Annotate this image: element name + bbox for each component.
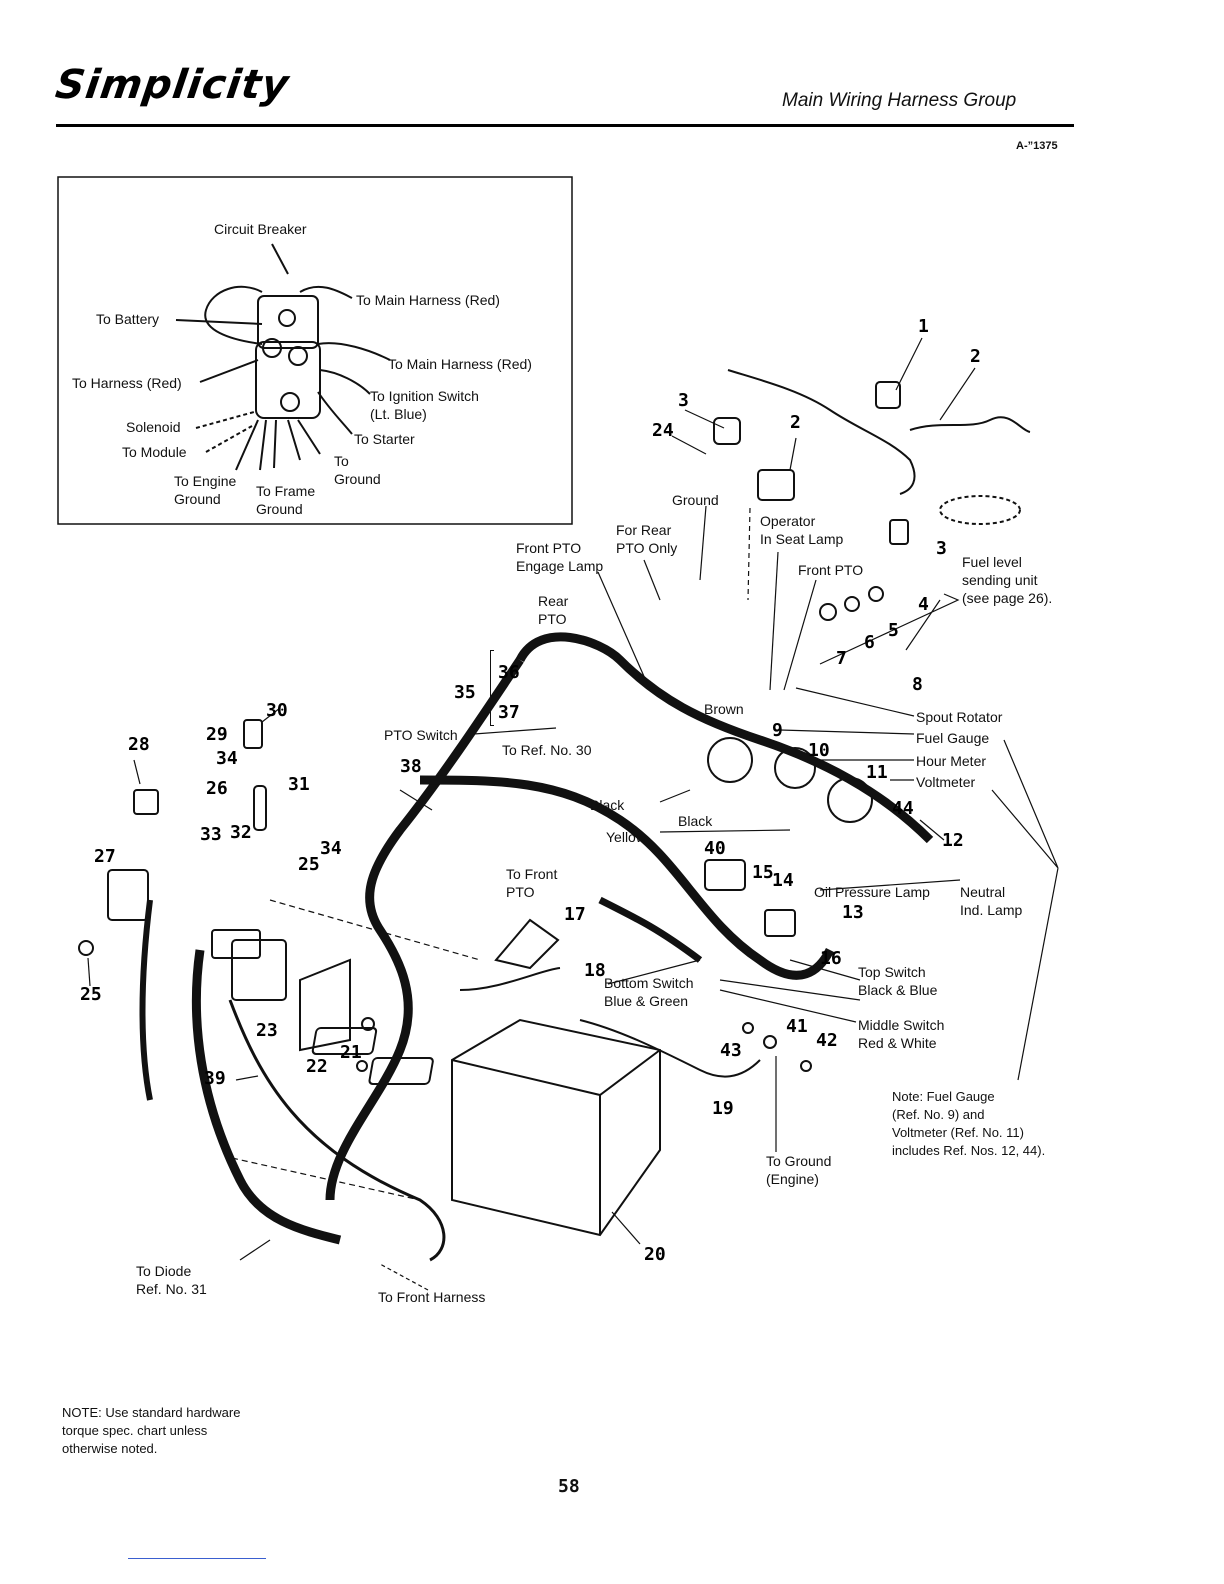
ref-number: 28 [128, 734, 150, 755]
ref-number: 3 [678, 390, 689, 411]
bracket-35 [490, 650, 494, 726]
label-to-front-harness: To Front Harness [378, 1289, 486, 1305]
ref-number: 5 [888, 620, 899, 641]
ref-number: 14 [772, 870, 794, 891]
label-spout-rotator: Spout Rotator [916, 709, 1003, 725]
inset-label-to-main-harness-1: To Main Harness (Red) [356, 292, 500, 308]
label-for-rear-pto-only: For Rear PTO Only [616, 522, 678, 556]
ref-number: 37 [498, 702, 520, 723]
label-black-2: Black [678, 813, 713, 829]
ref-number: 38 [400, 756, 422, 777]
ref-number: 35 [454, 682, 476, 703]
hardware-note: NOTE: Use standard hardware torque spec.… [62, 1405, 241, 1456]
inset-frame [57, 176, 573, 525]
ref-number: 23 [256, 1020, 278, 1041]
inset-label-to-starter: To Starter [354, 431, 415, 447]
ref-number: 20 [644, 1244, 666, 1265]
label-black-1: Black [590, 797, 625, 813]
fuel-gauge-note: Note: Fuel Gauge (Ref. No. 9) and Voltme… [892, 1089, 1046, 1158]
inset-label-to-ground: To Ground [334, 453, 381, 487]
ref-number: 34 [320, 838, 342, 859]
inset-label-to-main-harness-2: To Main Harness (Red) [388, 356, 532, 372]
footer-link-line [128, 1558, 266, 1559]
ref-number: 40 [704, 838, 726, 859]
inset-label-to-battery: To Battery [96, 311, 160, 327]
ref-number: 8 [912, 674, 923, 695]
ref-number: 17 [564, 904, 586, 925]
label-to-ground-engine: To Ground (Engine) [766, 1153, 832, 1187]
inset-label-to-module: To Module [122, 444, 187, 460]
ref-number: 1 [918, 316, 929, 337]
label-voltmeter: Voltmeter [916, 774, 976, 790]
document-number: A-”1375 [1016, 140, 1058, 152]
ref-number: 3 [936, 538, 947, 559]
ref-number: 21 [340, 1042, 362, 1063]
ref-number: 10 [808, 740, 830, 761]
label-to-ref-no-30: To Ref. No. 30 [502, 742, 592, 758]
inset-label-to-frame-ground: To Frame Ground [256, 483, 316, 517]
ref-number: 19 [712, 1098, 734, 1119]
label-rear-pto: Rear PTO [538, 593, 569, 627]
inset-label-to-ignition-switch: To Ignition Switch (Lt. Blue) [370, 388, 479, 422]
inset-label-to-engine-ground: To Engine Ground [174, 473, 237, 507]
inset-label-circuit-breaker: Circuit Breaker [214, 221, 307, 237]
ref-number: 15 [752, 862, 774, 883]
ref-number: 36 [498, 662, 520, 683]
ref-number: 34 [216, 748, 238, 769]
label-pto-switch: PTO Switch [384, 727, 458, 743]
ref-number: 4 [918, 594, 929, 615]
ref-number: 11 [866, 762, 888, 783]
label-bottom-switch: Bottom Switch Blue & Green [604, 975, 694, 1009]
ref-number: 26 [206, 778, 228, 799]
ref-number: 27 [94, 846, 116, 867]
ref-number: 44 [892, 798, 914, 819]
ref-number: 41 [786, 1016, 808, 1037]
ref-number: 32 [230, 822, 252, 843]
label-fuel-level-sending-unit: Fuel level sending unit (see page 26). [962, 554, 1053, 606]
ref-number: 25 [298, 854, 320, 875]
page-title: Main Wiring Harness Group [782, 90, 1017, 111]
ref-number: 18 [584, 960, 606, 981]
label-to-diode: To Diode Ref. No. 31 [136, 1263, 207, 1297]
label-top-switch: Top Switch Black & Blue [858, 964, 938, 998]
label-hour-meter: Hour Meter [916, 753, 987, 769]
ref-number: 33 [200, 824, 222, 845]
label-operator-in-seat-lamp: Operator In Seat Lamp [760, 513, 844, 547]
inset-label-solenoid: Solenoid [126, 419, 181, 435]
ref-number: 43 [720, 1040, 742, 1061]
ref-number: 25 [80, 984, 102, 1005]
ref-number: 42 [816, 1030, 838, 1051]
ref-number: 12 [942, 830, 964, 851]
label-ground: Ground [672, 492, 719, 508]
label-oil-pressure-lamp: Oil Pressure Lamp [814, 884, 930, 900]
label-front-pto: Front PTO [798, 562, 864, 578]
ref-number: 16 [820, 948, 842, 969]
label-brown: Brown [704, 701, 744, 717]
ref-number: 24 [652, 420, 674, 441]
ref-number: 9 [772, 720, 783, 741]
inset-label-to-harness-red: To Harness (Red) [72, 375, 182, 391]
label-neutral-ind-lamp: Neutral Ind. Lamp [960, 884, 1023, 918]
ref-number: 30 [266, 700, 288, 721]
ref-number: 29 [206, 724, 228, 745]
ref-number: 31 [288, 774, 310, 795]
label-yellow: Yellow [606, 829, 646, 845]
label-to-front-pto: To Front PTO [506, 866, 558, 900]
ref-number: 39 [204, 1068, 226, 1089]
label-fuel-gauge: Fuel Gauge [916, 730, 990, 746]
ref-number: 13 [842, 902, 864, 923]
ref-number: 6 [864, 632, 875, 653]
ref-number: 22 [306, 1056, 328, 1077]
label-front-pto-engage-lamp: Front PTO Engage Lamp [516, 540, 604, 574]
ref-number: 2 [790, 412, 801, 433]
header-rule [56, 124, 1074, 127]
ref-number: 7 [836, 648, 847, 669]
page-number: 58 [558, 1476, 580, 1497]
ref-number: 2 [970, 346, 981, 367]
label-middle-switch: Middle Switch Red & White [858, 1017, 945, 1051]
